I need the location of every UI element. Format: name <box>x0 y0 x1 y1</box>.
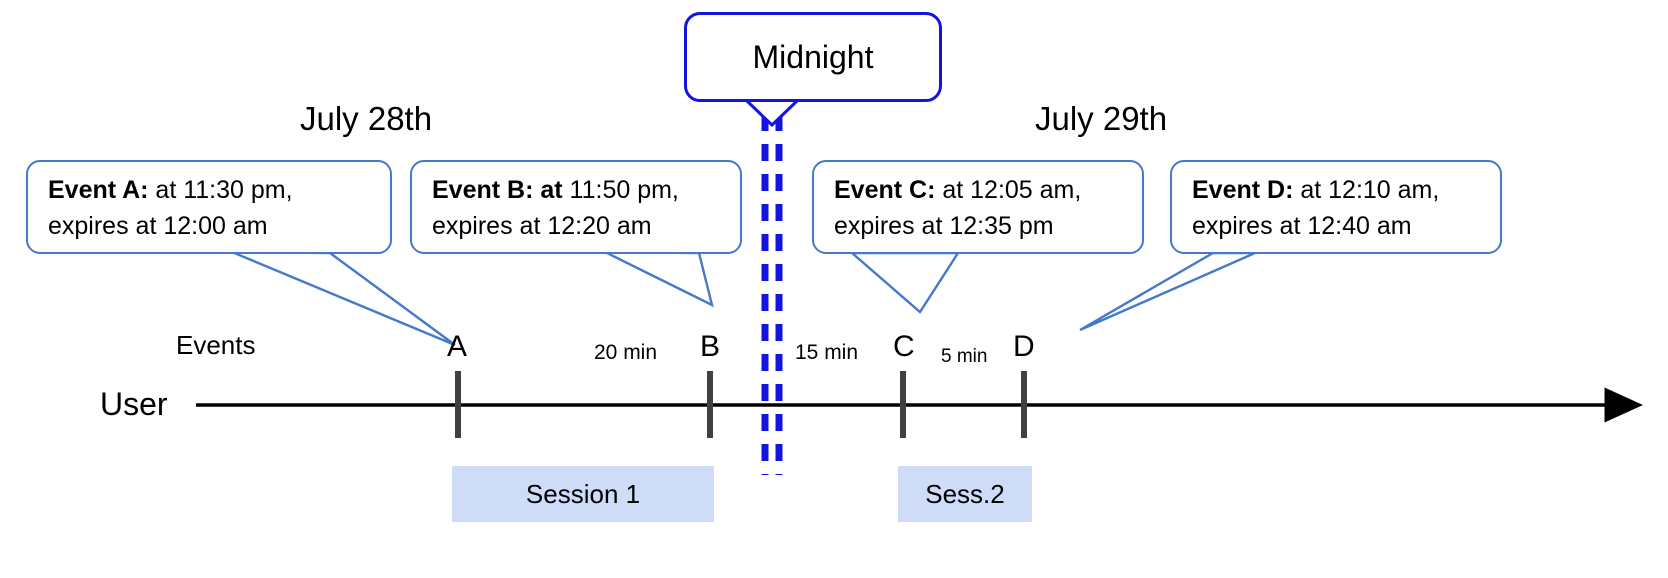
callout-event-c-lead: Event C: <box>834 176 936 204</box>
callout-event-d-line2: expires at 12:40 am <box>1192 212 1412 240</box>
callout-event-d: Event D: at 12:10 am, expires at 12:40 a… <box>1170 160 1502 254</box>
row-label-user: User <box>100 386 168 422</box>
callout-event-c-rest: at 12:05 am, <box>935 176 1082 204</box>
callout-event-a-line2: expires at 12:00 am <box>48 212 268 240</box>
callout-event-b-lead: Event B: at <box>432 176 563 204</box>
callout-event-b: Event B: at 11:50 pm, expires at 12:20 a… <box>410 160 742 254</box>
leader-event-a <box>231 250 456 347</box>
callout-event-b-rest: 11:50 pm, <box>562 176 679 204</box>
leader-event-d <box>1079 251 1256 332</box>
callout-event-b-line2: expires at 12:20 am <box>432 212 652 240</box>
callout-event-a-line1: Event A: at 11:30 pm, <box>48 172 376 208</box>
session-block-2-label: Sess.2 <box>925 478 1005 509</box>
callout-event-c: Event C: at 12:05 am, expires at 12:35 p… <box>812 160 1144 254</box>
callout-event-b-line1: Event B: at 11:50 pm, <box>432 172 726 208</box>
gap-label-20-min: 20 min <box>594 341 658 364</box>
callout-event-c-line2: expires at 12:35 pm <box>834 212 1054 240</box>
date-label-july-29: July 29th <box>1035 100 1168 137</box>
gap-label-5-min: 5 min <box>941 346 988 367</box>
leader-event-c <box>848 251 961 314</box>
callout-event-a-lead: Event A: <box>48 176 149 204</box>
date-label-july-28: July 28th <box>300 100 433 137</box>
midnight-callout: Midnight <box>684 12 942 102</box>
callout-event-a: Event A: at 11:30 pm, expires at 12:00 a… <box>26 160 392 254</box>
marker-label-b: B <box>700 330 721 363</box>
marker-label-a: A <box>447 330 468 363</box>
gap-label-15-min: 15 min <box>795 341 859 364</box>
callout-event-d-line1: Event D: at 12:10 am, <box>1192 172 1486 208</box>
row-label-events: Events <box>176 330 256 360</box>
midnight-label: Midnight <box>752 39 874 75</box>
session-block-1-label: Session 1 <box>525 478 641 509</box>
callout-event-c-line1: Event C: at 12:05 am, <box>834 172 1128 208</box>
leader-event-b <box>604 250 714 308</box>
midnight-callout-tail <box>745 99 799 128</box>
callout-event-d-lead: Event D: <box>1192 176 1294 204</box>
callout-event-a-rest: at 11:30 pm, <box>148 176 293 204</box>
callout-event-d-rest: at 12:10 am, <box>1293 176 1440 204</box>
marker-label-d: D <box>1013 330 1035 363</box>
session-block-1: Session 1 <box>452 466 714 522</box>
session-block-2: Sess.2 <box>898 466 1032 522</box>
marker-label-c: C <box>893 330 915 363</box>
